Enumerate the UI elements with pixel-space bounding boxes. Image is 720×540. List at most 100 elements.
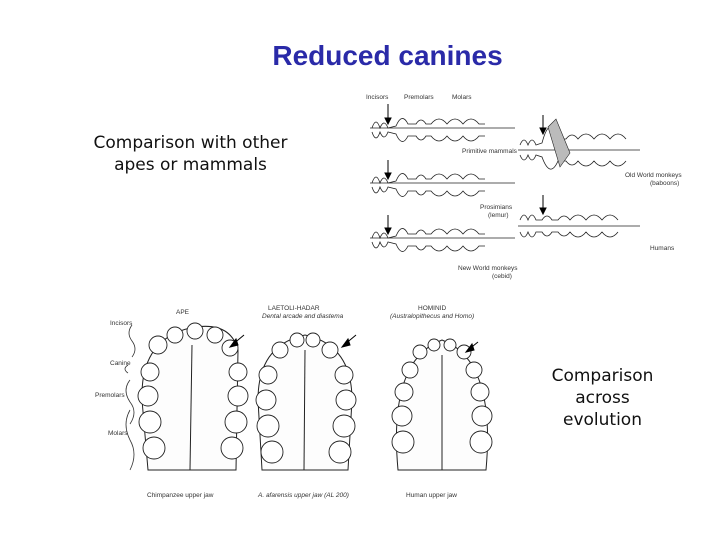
label-primitive-mammals: Primitive mammals [462, 148, 517, 155]
arrows [384, 104, 547, 236]
tooth [328, 440, 352, 464]
tooth [228, 362, 248, 382]
header-premolars: Premolars [404, 94, 434, 101]
tooth [471, 405, 493, 427]
palate-lines [189, 344, 443, 471]
bracket [125, 379, 135, 425]
tooth [470, 382, 490, 402]
tooth-row-upper [519, 126, 627, 147]
arrow-icon [228, 337, 239, 348]
tooth-row-upper [371, 228, 485, 240]
tooth [335, 389, 357, 411]
arrow-icon [464, 342, 475, 353]
tooth-row-lower [371, 185, 485, 197]
tooth [305, 332, 321, 348]
caption-line: Comparison [551, 366, 654, 386]
tooth [321, 341, 339, 359]
tooth [394, 382, 414, 402]
tooth [256, 414, 280, 438]
label-old-world-monkeys: Old World monkeys [625, 172, 682, 179]
tooth [271, 341, 289, 359]
tooth [258, 365, 278, 385]
tooth [227, 385, 249, 407]
tooth [166, 326, 184, 344]
tooth [456, 344, 472, 360]
tooth-row-upper [371, 173, 485, 185]
bracket [125, 409, 135, 471]
side-label-canine: Canine [110, 360, 131, 367]
tooth [137, 385, 159, 407]
tooth [334, 365, 354, 385]
tooth [427, 338, 441, 352]
arrow-icon [384, 117, 392, 126]
palate-midline [303, 349, 306, 471]
label-lemur: (lemur) [488, 212, 509, 219]
arrow-icon [384, 227, 392, 236]
tooth [332, 414, 356, 438]
caption-comparison-other-apes: Comparison with other apes or mammals [88, 132, 293, 176]
side-label-premolars: Premolars [95, 392, 125, 399]
caption-line: Comparison with other [93, 133, 288, 153]
caption-human: Human upper jaw [406, 492, 457, 499]
tooth-row-lower [519, 153, 627, 170]
palate-midline [189, 344, 193, 471]
bracket [128, 324, 136, 358]
side-label-incisors: Incisors [110, 320, 133, 327]
side-brackets [124, 324, 136, 471]
tooth [140, 362, 160, 382]
tooth [148, 335, 168, 355]
tooth-row-lower [519, 230, 619, 238]
arrow-icon [539, 127, 547, 136]
header-incisors: Incisors [366, 94, 389, 101]
tooth [255, 389, 277, 411]
header-hominid: HOMINID [418, 305, 447, 312]
tooth [186, 322, 204, 340]
label-new-world-monkeys: New World monkeys [458, 265, 518, 272]
label-baboons: (baboons) [650, 180, 680, 187]
tooth [443, 338, 457, 352]
label-cebid: (cebid) [492, 273, 512, 280]
side-label-molars: Molars [108, 430, 128, 437]
label-prosimians: Prosimians [480, 204, 513, 211]
arrow-icon [539, 207, 547, 216]
tooth [412, 344, 428, 360]
header-ape: APE [176, 309, 190, 316]
tooth [142, 436, 166, 460]
tooth [220, 436, 244, 460]
tooth [469, 430, 493, 454]
subheader-australopithecus-homo: (Australopithecus and Homo) [390, 313, 475, 320]
arrow-icon [340, 337, 351, 348]
label-humans: Humans [650, 245, 675, 252]
tooth [260, 440, 284, 464]
caption-chimpanzee: Chimpanzee upper jaw [147, 492, 214, 499]
teeth [137, 322, 493, 464]
caption-afarensis: A. afarensis upper jaw (AL 200) [258, 492, 349, 499]
bracket [124, 364, 129, 374]
tooth-row-upper [371, 118, 485, 130]
slide-title: Reduced canines [272, 40, 503, 71]
header-molars: Molars [452, 94, 472, 101]
tooth [391, 405, 413, 427]
tooth-row-lower [371, 240, 485, 252]
caption-line: apes or mammals [114, 155, 267, 175]
header-laetoli-hadar: LAETOLI-HADAR [268, 305, 320, 312]
dentition-rows [370, 118, 640, 252]
tooth [138, 410, 162, 434]
caption-line: evolution [563, 410, 642, 430]
canine-arrows [228, 334, 479, 353]
subheader-dental-arcade: Dental arcade and diastema [262, 313, 344, 320]
tooth [465, 361, 483, 379]
tooth [289, 332, 305, 348]
tooth [206, 326, 224, 344]
tooth [224, 410, 248, 434]
canine-highlight [547, 118, 571, 168]
tooth-row-upper [519, 214, 619, 222]
caption-line: across [575, 388, 630, 408]
tooth [391, 430, 415, 454]
arrow-icon [384, 172, 392, 181]
tooth-row-lower [371, 130, 485, 142]
caption-comparison-evolution: Comparison across evolution [540, 365, 665, 431]
tooth [401, 361, 419, 379]
